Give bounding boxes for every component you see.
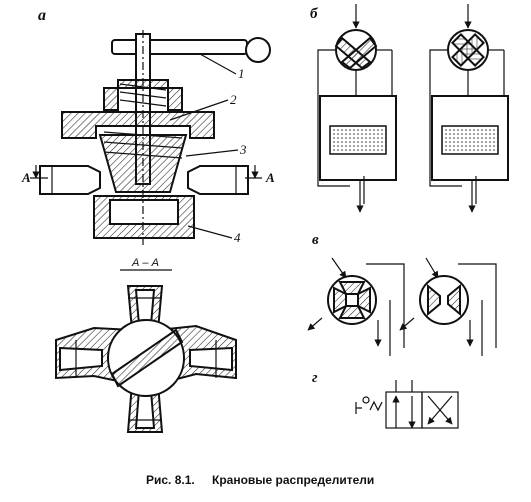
valve-symbol bbox=[355, 380, 459, 429]
part-label-3: 3 bbox=[239, 142, 247, 157]
part-label-4: 4 bbox=[234, 230, 241, 245]
section-mark-right: A bbox=[265, 170, 275, 185]
valve-section-drawing bbox=[30, 30, 271, 245]
section-title: А – А bbox=[131, 257, 159, 269]
valve-cylinder-left bbox=[317, 4, 397, 213]
panel-label-a: а bbox=[38, 7, 46, 24]
part-label-1: 1 bbox=[238, 66, 245, 81]
valve-cylinder-right bbox=[429, 4, 509, 213]
caption-number: Рис. 8.1. bbox=[146, 473, 195, 487]
cross-section-drawing bbox=[55, 285, 237, 433]
caption-text: Крановые распределители bbox=[212, 473, 374, 487]
rotary-valve-right bbox=[399, 257, 497, 356]
panel-label-v: в bbox=[312, 232, 319, 248]
rotary-valve-left bbox=[307, 257, 405, 356]
part-label-2: 2 bbox=[230, 92, 237, 107]
panel-label-g: г bbox=[312, 370, 318, 386]
section-mark-left: A bbox=[21, 170, 31, 185]
panel-label-b: б bbox=[310, 6, 318, 22]
